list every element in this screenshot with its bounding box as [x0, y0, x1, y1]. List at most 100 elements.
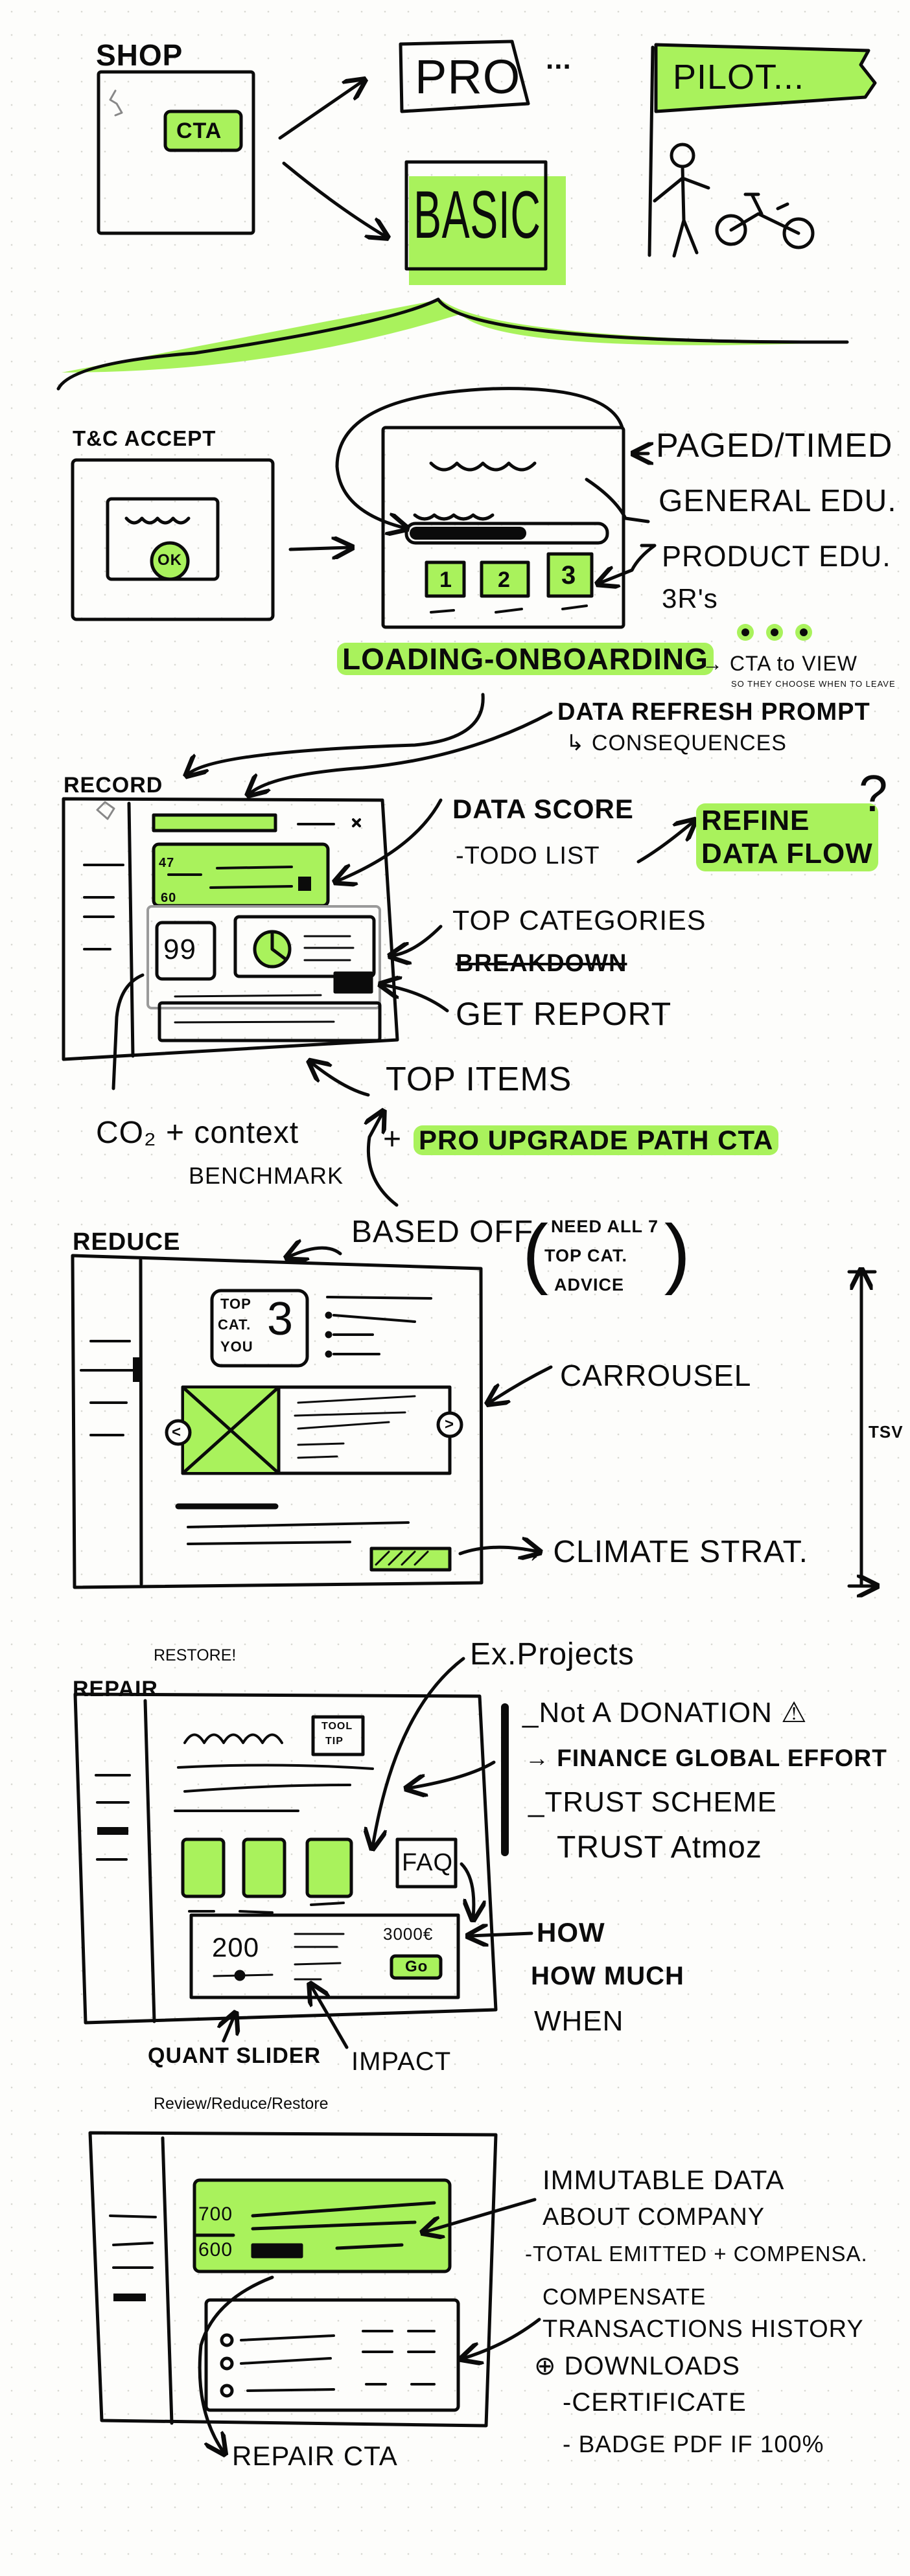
faq-label[interactable]: FAQ — [402, 1849, 454, 1876]
tc-accept-label: T&C ACCEPT — [73, 426, 216, 450]
onboarding-screen — [381, 426, 625, 629]
quant-slider-note: QUANT SLIDER — [148, 2043, 321, 2068]
record-label: RECORD — [64, 773, 163, 798]
shop-cta-label[interactable]: CTA — [176, 119, 222, 143]
get-report-button — [333, 971, 373, 994]
brace — [56, 297, 849, 391]
top-cat-line-2: CAT. — [218, 1317, 251, 1333]
step-3-label[interactable]: 3 — [561, 561, 577, 590]
top-cat-number: 3 — [267, 1293, 294, 1345]
carrousel-note: CARROUSEL — [560, 1359, 752, 1392]
paren-close: ) — [664, 1209, 691, 1296]
trust-scheme-note: _TRUST SCHEME — [528, 1786, 777, 1818]
carousel-prev-label[interactable]: < — [172, 1423, 182, 1441]
refine-line-1: REFINE — [701, 805, 810, 836]
pie-chart-icon — [253, 930, 292, 969]
cta-to-view-subnote: SO THEY CHOOSE WHEN TO LEAVE — [731, 679, 896, 689]
ok-button-label[interactable]: OK — [158, 551, 182, 569]
arrow-tc-to-onboarding — [288, 547, 350, 549]
top-items-card — [158, 1001, 382, 1042]
brace-highlight — [62, 299, 849, 373]
how-much-note: HOW MUCH — [531, 1962, 684, 1990]
carousel-next-label[interactable]: > — [445, 1416, 455, 1433]
repair-screen — [73, 1692, 498, 2025]
top-cat-line-1: TOP — [220, 1296, 251, 1312]
how-note: HOW — [537, 1917, 605, 1948]
finance-note: → FINANCE GLOBAL EFFORT — [525, 1745, 887, 1771]
based-off-note: BASED OFF — [351, 1215, 534, 1249]
score-value: 99 — [163, 934, 196, 965]
flag-pole — [648, 45, 655, 257]
cta-to-view-note: → CTA to VIEW — [702, 652, 858, 675]
trust-atmoz-note: TRUST Atmoz — [557, 1830, 762, 1865]
arrow-based-off — [368, 1113, 399, 1207]
step-2-label[interactable]: 2 — [498, 568, 511, 592]
top-categories-note: TOP CATEGORIES — [452, 905, 706, 936]
repair-cta-note: REPAIR CTA — [232, 2441, 398, 2471]
carousel-next-button — [436, 1411, 463, 1438]
consequences-note: ↳ CONSEQUENCES — [566, 731, 787, 755]
carousel-prev-button — [165, 1419, 192, 1446]
arrow-to-basic — [282, 161, 386, 236]
top-cat-line-3: YOU — [220, 1339, 253, 1355]
downloads-note: ⊕ DOWNLOADS — [534, 2352, 740, 2380]
project-card-3 — [305, 1837, 353, 1898]
benchmark-note: BENCHMARK — [189, 1162, 344, 1189]
repair-cta-button — [251, 2243, 303, 2259]
arrow-refresh-to-record — [250, 711, 553, 794]
shop-screen — [97, 70, 255, 235]
pro-card — [399, 40, 530, 113]
arrow-to-pro — [278, 81, 363, 140]
climate-strategy-cta — [369, 1547, 452, 1572]
top-items-note: TOP ITEMS — [386, 1061, 572, 1098]
badge-pdf-note: - BADGE PDF IF 100% — [563, 2431, 824, 2457]
amount-value: 200 — [212, 1932, 260, 1962]
project-card-1 — [181, 1837, 226, 1898]
quantity-slider — [213, 1970, 274, 1981]
faq-button — [395, 1837, 458, 1889]
data-refresh-prompt-note: DATA REFRESH PROMPT — [557, 698, 870, 726]
note-3rs: 3R's — [662, 583, 718, 614]
review-screen — [88, 2131, 498, 2428]
loading-onboarding-title: LOADING-ONBOARDING — [337, 643, 714, 675]
refresh-icon — [109, 89, 123, 117]
basic-card — [404, 160, 548, 271]
score-card — [155, 921, 216, 981]
bicycle-icon — [715, 192, 815, 249]
step-1-label[interactable]: 1 — [439, 568, 452, 592]
note-general-edu: GENERAL EDU. — [659, 484, 897, 518]
company-bottom-value: 600 — [198, 2239, 233, 2260]
image-placeholder-icon — [181, 1385, 281, 1475]
shop-cta-button — [163, 109, 243, 152]
not-donation-note: _Not A DONATION ⚠ — [522, 1697, 808, 1729]
pilot-flag — [654, 43, 877, 113]
top-category-card — [210, 1289, 309, 1368]
repair-label: REPAIR — [73, 1677, 158, 1701]
company-top-value: 700 — [198, 2203, 233, 2225]
need-line-1: NEED ALL 7 — [551, 1217, 659, 1236]
score-denominator: 60 — [161, 891, 177, 905]
transactions-panel — [204, 2298, 460, 2412]
go-button-label[interactable]: Go — [405, 1958, 428, 1975]
shop-label: SHOP — [96, 38, 183, 72]
score-numerator: 47 — [159, 856, 175, 870]
climate-strat-note: → CLIMATE STRAT. — [512, 1535, 808, 1569]
basic-plan-label[interactable]: BASIC — [414, 178, 541, 253]
record-screen — [62, 797, 399, 1061]
tsv-note: TSV — [869, 1422, 904, 1442]
pro-upgrade-plus: + — [383, 1122, 402, 1156]
restore-note: RESTORE! — [154, 1646, 237, 1664]
tooltip — [311, 1715, 365, 1756]
tc-screen — [71, 458, 275, 621]
pro-upgrade-note: PRO UPGRADE PATH CTA — [414, 1125, 779, 1155]
step-card-1 — [425, 560, 466, 598]
impact-note: IMPACT — [351, 2047, 452, 2076]
pro-plan-label[interactable]: PRO — [415, 50, 521, 104]
get-report-note: GET REPORT — [456, 996, 672, 1032]
ex-projects-note: Ex.Projects — [470, 1637, 635, 1672]
need-line-3: ADVICE — [554, 1275, 625, 1294]
about-company-note: ABOUT COMPANY — [542, 2203, 765, 2231]
project-card-2 — [242, 1837, 286, 1898]
